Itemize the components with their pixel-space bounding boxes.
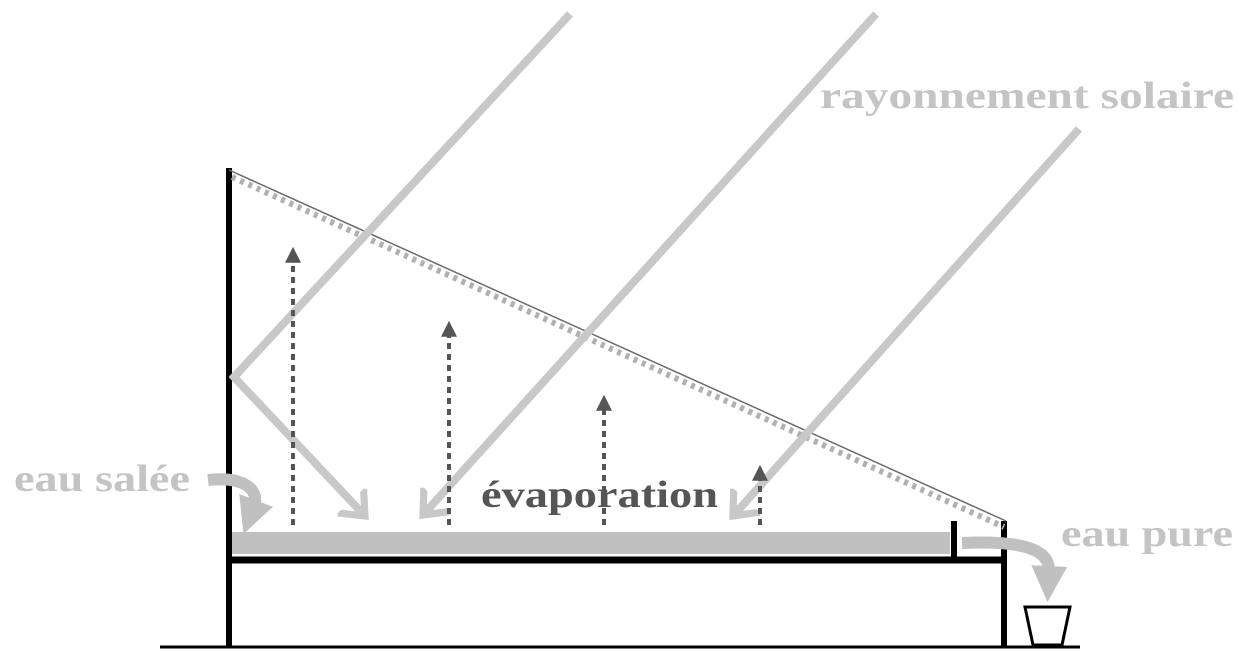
evaporation-label: évaporation: [481, 474, 718, 516]
solar-radiation-label: rayonnement solaire: [820, 75, 1234, 117]
pure-water-outflow-arrow: [961, 536, 1068, 602]
solar-ray-reflected: [228, 11, 573, 516]
glass-cover: [228, 169, 1007, 522]
collection-cup: [1023, 605, 1072, 647]
salt-water-layer: [232, 532, 950, 554]
salt-water-inflow-arrow: [207, 473, 273, 535]
condensation-droplets: [230, 174, 1006, 530]
solar-ray-right: [733, 126, 1082, 516]
pure-water-label: eau pure: [1061, 513, 1233, 555]
solar-ray-middle: [423, 11, 879, 515]
salt-water-label: eau salée: [14, 458, 190, 500]
